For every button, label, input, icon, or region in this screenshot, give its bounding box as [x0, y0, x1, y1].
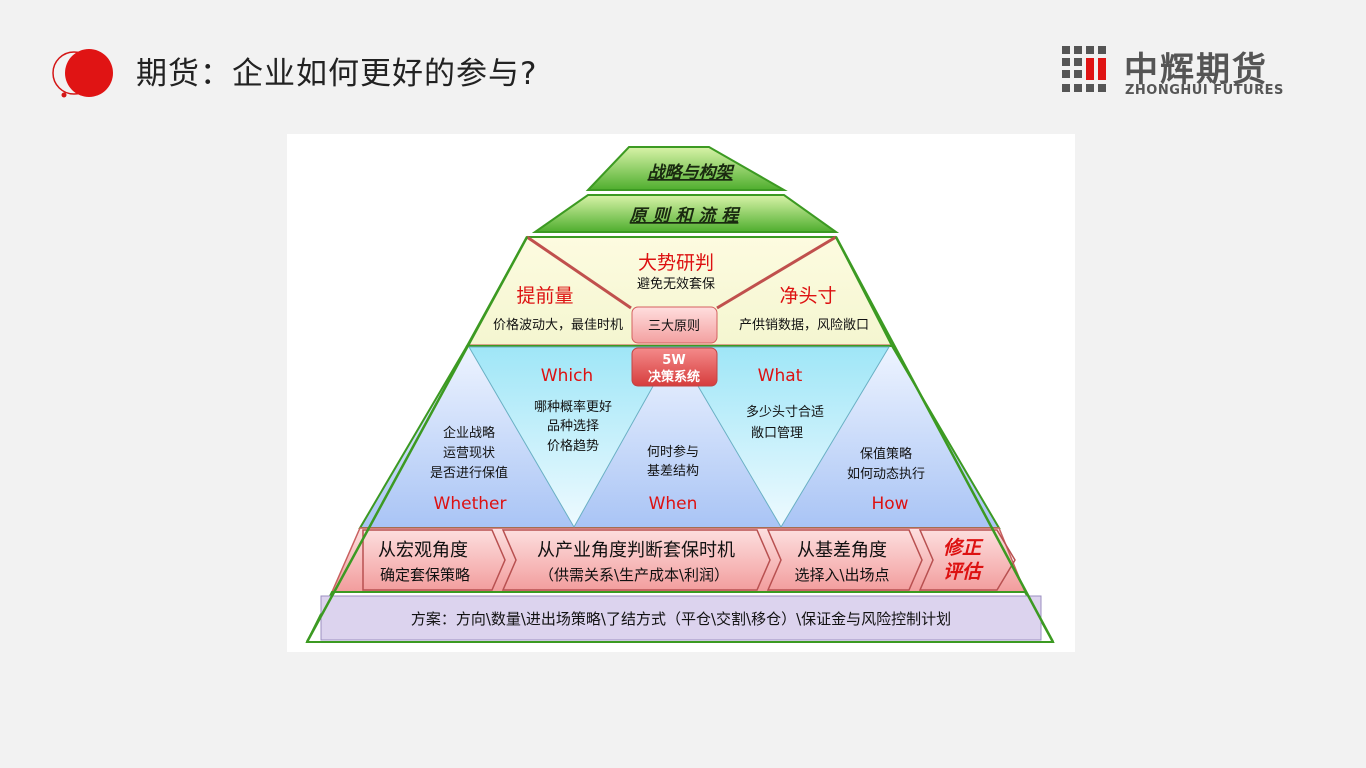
principle-left-title: 提前量	[516, 285, 573, 307]
process-step-3	[766, 529, 923, 591]
step4-line2: 评估	[943, 561, 984, 583]
step2-line2: （供需关系\生产成本\利润）	[539, 566, 729, 584]
three-principles-label: 三大原则	[648, 319, 700, 334]
which-triangle	[468, 346, 676, 529]
whether-line: 运营现状	[443, 446, 495, 461]
what-line: 敞口管理	[751, 425, 803, 441]
decision-system-line1: 5W	[662, 353, 685, 368]
process-step-4	[918, 529, 1016, 591]
which-line: 品种选择	[547, 419, 599, 434]
step3-line1: 从基差角度	[797, 540, 887, 561]
whether-title: Whether	[434, 494, 507, 514]
which-line: 价格趋势	[547, 438, 599, 454]
decision-system-line2: 决策系统	[648, 369, 700, 385]
when-line: 基差结构	[647, 464, 699, 479]
principle-left-sub: 价格波动大，最佳时机	[493, 317, 623, 333]
process-step-2	[501, 529, 771, 591]
step3-line2: 选择入\出场点	[794, 566, 889, 584]
brand-name-en: ZHONGHUI FUTURES	[1125, 83, 1284, 98]
principle-right-sub: 产供销数据，风险敞口	[739, 317, 869, 333]
whether-line: 是否进行保值	[430, 465, 508, 481]
tier-strategy	[585, 146, 788, 191]
pyramid-diagram: 战略与构架 原 则 和 流 程 大势研判 避免无效套保 提前量 价格波动大，最佳…	[287, 134, 1075, 652]
principle-divider-left	[526, 235, 632, 310]
principle-right-title: 净头寸	[779, 285, 836, 307]
tier-strategy-label: 战略与构架	[648, 163, 736, 183]
plan-band	[320, 595, 1042, 641]
which-line: 哪种概率更好	[534, 399, 612, 415]
tier-principles-process	[531, 194, 840, 233]
tier-principles-process-label: 原 则 和 流 程	[629, 206, 742, 226]
principle-divider-right	[716, 235, 837, 310]
principle-center-sub: 避免无效套保	[637, 276, 715, 292]
how-line: 保值策略	[860, 446, 912, 462]
company-logo-icon	[52, 49, 113, 98]
what-line: 多少头寸合适	[746, 404, 824, 420]
how-title: How	[871, 494, 908, 514]
whether-line: 企业战略	[443, 425, 495, 441]
brand-name-cn: 中辉期货	[1124, 50, 1268, 90]
brand-grid-icon	[1062, 46, 1106, 92]
when-line: 何时参与	[647, 444, 699, 460]
what-title: What	[758, 366, 803, 386]
principle-center-title: 大势研判	[638, 252, 714, 274]
step2-line1: 从产业角度判断套保时机	[537, 540, 735, 561]
which-title: Which	[541, 366, 593, 386]
decision-system-badge	[631, 347, 718, 387]
step1-line1: 从宏观角度	[378, 540, 468, 561]
what-triangle	[674, 346, 890, 528]
pyramid-edge-left	[305, 236, 529, 643]
step1-line2: 确定套保策略	[380, 566, 470, 584]
plan-text: 方案：方向\数量\进出场策略\了结方式（平仓\交割\移仓）\保证金与风险控制计划	[411, 610, 951, 628]
three-principles-badge	[631, 306, 718, 344]
page-title: 期货：企业如何更好的参与?	[136, 56, 538, 92]
process-step-1	[362, 529, 506, 591]
brand-logo: 中辉期货 ZHONGHUI FUTURES	[1062, 46, 1302, 98]
step4-line1: 修正	[943, 537, 984, 559]
when-title: When	[649, 494, 698, 514]
how-line: 如何动态执行	[847, 466, 925, 482]
pyramid-edge-right	[834, 236, 1055, 643]
